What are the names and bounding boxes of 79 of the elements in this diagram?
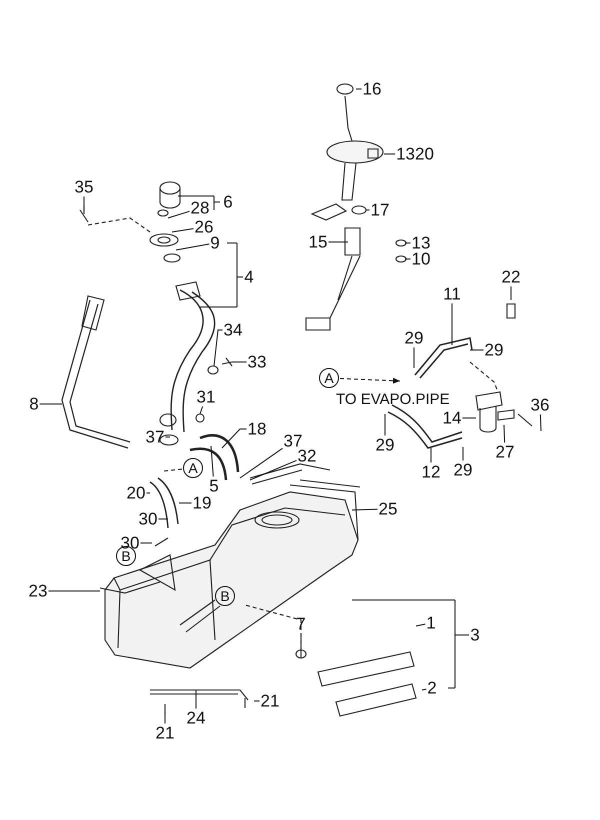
leader-line xyxy=(168,210,190,218)
reference-circle: B xyxy=(215,586,235,606)
callout-number: 29 xyxy=(454,462,472,478)
callout-number: 5 xyxy=(209,478,219,494)
callout-number: 1320 xyxy=(396,146,434,162)
callout-number: 16 xyxy=(362,80,382,98)
callout-number: 29 xyxy=(484,342,504,358)
leader-line xyxy=(510,286,512,300)
leader-line xyxy=(416,624,426,626)
leader-line xyxy=(214,330,223,366)
callout-number: 36 xyxy=(530,396,550,414)
leader-line xyxy=(164,712,166,724)
leader-line xyxy=(430,448,432,463)
callout-number: 19 xyxy=(192,494,212,512)
callout-number: 11 xyxy=(443,286,461,302)
callout-number: 23 xyxy=(28,582,48,600)
leader-line xyxy=(165,436,170,438)
callout-number: 25 xyxy=(378,500,398,518)
callout-number: 27 xyxy=(496,444,514,460)
callout-number: 29 xyxy=(404,330,424,346)
callout-number: 1 xyxy=(426,614,436,632)
callout-number: 22 xyxy=(502,268,520,286)
leader-line xyxy=(200,406,204,414)
callout-number: 14 xyxy=(442,410,462,426)
callout-number: 12 xyxy=(422,464,440,480)
callout-number: 26 xyxy=(194,218,214,236)
callout-number: 37 xyxy=(146,428,164,446)
callout-number: 9 xyxy=(210,234,220,252)
leader-line xyxy=(48,590,100,592)
leader-line xyxy=(222,428,247,448)
leader-line xyxy=(352,508,378,510)
leader-line xyxy=(172,228,194,232)
leader-line xyxy=(384,414,386,436)
leader-line xyxy=(176,244,210,250)
leader-line xyxy=(146,492,150,494)
callout-number: 37 xyxy=(284,432,302,450)
callout-number: 35 xyxy=(74,178,94,196)
callout-number: 4 xyxy=(244,268,254,286)
callout-number: 20 xyxy=(126,484,146,502)
leader-line xyxy=(404,258,411,260)
leader-line xyxy=(158,518,168,520)
callout-number: 8 xyxy=(29,396,39,412)
edge-label: TO EVAPO.PIPE xyxy=(336,391,450,408)
leader-line xyxy=(300,633,302,656)
leader-line xyxy=(404,242,411,244)
leader-line xyxy=(140,542,152,544)
leader-line xyxy=(422,688,427,690)
leader-line xyxy=(540,414,542,432)
callout-number: 29 xyxy=(376,436,394,454)
callout-number: 10 xyxy=(412,250,430,268)
callout-number: 21 xyxy=(156,724,174,742)
callout-number: 18 xyxy=(248,420,266,438)
callout-number: 3 xyxy=(470,626,480,644)
callout-number: 17 xyxy=(370,202,390,218)
leader-line xyxy=(164,468,182,472)
leader-line xyxy=(356,88,362,90)
callout-number: 6 xyxy=(223,194,233,210)
reference-circle: A xyxy=(319,368,339,388)
leader-line xyxy=(240,448,283,478)
callout-number: 24 xyxy=(186,710,206,726)
callout-number: 30 xyxy=(138,510,158,528)
callout-number: 33 xyxy=(248,354,266,370)
leader-line xyxy=(250,460,297,480)
callout-number: 34 xyxy=(224,322,242,338)
leader-line xyxy=(254,700,260,702)
leader-line xyxy=(462,446,464,461)
callout-number: 7 xyxy=(296,616,306,632)
callout-number: 21 xyxy=(260,692,280,710)
leader-line xyxy=(178,502,192,504)
callout-number: 15 xyxy=(308,234,328,250)
callout-number: 2 xyxy=(427,680,437,696)
reference-circle: A xyxy=(183,458,203,478)
callout-number: 32 xyxy=(298,448,316,464)
leader-line xyxy=(340,378,400,384)
callout-number: 31 xyxy=(196,388,216,406)
callout-number: 28 xyxy=(190,200,210,216)
leader-line xyxy=(210,446,214,477)
leader-line xyxy=(504,424,506,443)
callout-number: 13 xyxy=(412,234,430,252)
